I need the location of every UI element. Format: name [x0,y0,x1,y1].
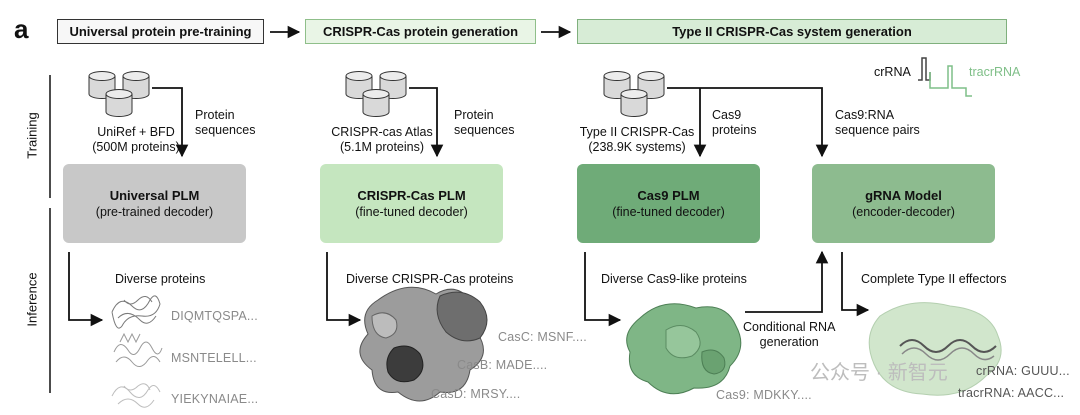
edge-protein-sequences-1: Protein sequences [195,108,255,138]
cas9-structure [626,303,742,395]
model-universal-plm-title: Universal PLM [109,187,200,203]
edge-protein-sequences-1-line1: Protein [195,108,235,122]
model-cas9-plm: Cas9 PLM (fine-tuned decoder) [577,164,760,243]
sequence-protein-1: DIQMTQSPA... [171,309,258,323]
edge-conditional-rna-line1: Conditional RNA [743,320,836,334]
edge-cas9-rna-pairs-line1: Cas9:RNA [835,108,895,122]
edge-cas9-proteins-line1: Cas9 [712,108,742,122]
sequence-cas9: Cas9: MDKKY.... [716,388,812,402]
watermark: 公众号 · 新智元 [810,362,948,384]
stage-pretraining-label: Universal protein pre-training [69,24,252,39]
edge-conditional-rna-line2: generation [759,335,819,349]
protein-structure-1 [111,295,161,329]
train-arrow-grna [667,87,829,158]
panel-letter: a [14,14,29,44]
infer-arrow-2 [326,252,362,327]
stage-pretraining: Universal protein pre-training [57,19,264,44]
rna-schematic-icon [918,57,972,97]
source-atlas-name: CRISPR-cas Atlas [331,125,433,139]
stage-type2-generation-label: Type II CRISPR-Cas system generation [672,24,912,39]
edge-protein-sequences-2-line2: sequences [454,123,515,137]
edge-cas9-rna-pairs-line2: sequence pairs [835,123,920,137]
protein-structure-2 [113,332,163,367]
infer-arrow-4 [841,252,870,317]
sequence-casb: CasB: MADE.... [457,358,548,372]
sequence-casc: CasC: MSNF.... [498,330,587,344]
side-label-inference: Inference [24,272,40,327]
sequence-casd: CasD: MRSY.... [431,387,521,401]
output-complete-effectors: Complete Type II effectors [861,272,1007,286]
model-grna-title: gRNA Model [865,187,942,203]
model-crispr-cas-plm-subtitle: (fine-tuned decoder) [355,204,468,219]
source-uniref-name: UniRef + BFD [97,125,175,139]
stage-type2-generation: Type II CRISPR-Cas system generation [577,19,1007,44]
source-uniref-count: (500M proteins) [92,140,180,154]
output-diverse-cas9-like: Diverse Cas9-like proteins [601,272,747,286]
source-atlas-count: (5.1M proteins) [339,140,425,154]
sequence-protein-2: MSNTELELL... [171,351,257,365]
stage-crispr-generation: CRISPR-Cas protein generation [305,19,536,44]
edge-cas9-proteins: Cas9 proteins [712,108,756,138]
database-icon-atlas [345,71,407,117]
train-arrow-2 [409,87,444,158]
protein-structure-3 [111,383,161,408]
source-atlas: CRISPR-cas Atlas (5.1M proteins) [312,125,452,155]
model-cas9-plm-subtitle: (fine-tuned decoder) [612,204,725,219]
source-type2db-name: Type II CRISPR-Cas [579,125,695,139]
edge-cas9-proteins-line2: proteins [712,123,757,137]
sequence-crrna: crRNA: GUUU... [976,364,1070,378]
edge-protein-sequences-2-line1: Protein [454,108,494,122]
model-grna-subtitle: (encoder-decoder) [852,204,955,219]
model-cas9-plm-title: Cas9 PLM [637,187,700,203]
model-crispr-cas-plm: CRISPR-Cas PLM (fine-tuned decoder) [320,164,503,243]
model-grna: gRNA Model (encoder-decoder) [812,164,995,243]
output-diverse-proteins: Diverse proteins [115,272,206,286]
crispr-complex-structure [359,286,488,402]
edge-protein-sequences-1-line2: sequences [195,123,256,137]
infer-arrow-1 [68,252,104,327]
rna-label-tracrrna: tracrRNA [969,65,1021,79]
sequence-tracrrna: tracrRNA: AACC... [958,386,1065,400]
model-universal-plm-subtitle: (pre-trained decoder) [95,204,214,219]
edge-cas9-rna-pairs: Cas9:RNA sequence pairs [835,108,920,138]
sequence-protein-3: YIEKYNAIAE... [171,392,259,406]
rna-label-crrna: crRNA [874,65,911,79]
conditional-arrow [745,250,829,313]
train-arrow-1 [152,87,189,158]
output-diverse-crispr-cas: Diverse CRISPR-Cas proteins [346,272,514,286]
infer-arrow-3 [584,252,622,327]
edge-protein-sequences-2: Protein sequences [454,108,514,138]
stage-crispr-generation-label: CRISPR-Cas protein generation [322,24,519,39]
source-uniref: UniRef + BFD (500M proteins) [66,125,206,155]
effector-structure [868,302,1002,396]
model-universal-plm: Universal PLM (pre-trained decoder) [63,164,246,243]
side-label-training: Training [24,112,40,159]
source-type2db-count: (238.9K systems) [588,140,686,154]
source-type2db: Type II CRISPR-Cas (238.9K systems) [567,125,707,155]
database-icon-type2 [603,71,665,117]
model-crispr-cas-plm-title: CRISPR-Cas PLM [357,187,466,203]
database-icon-uniref [88,71,150,117]
edge-conditional-rna: Conditional RNA generation [743,320,835,350]
